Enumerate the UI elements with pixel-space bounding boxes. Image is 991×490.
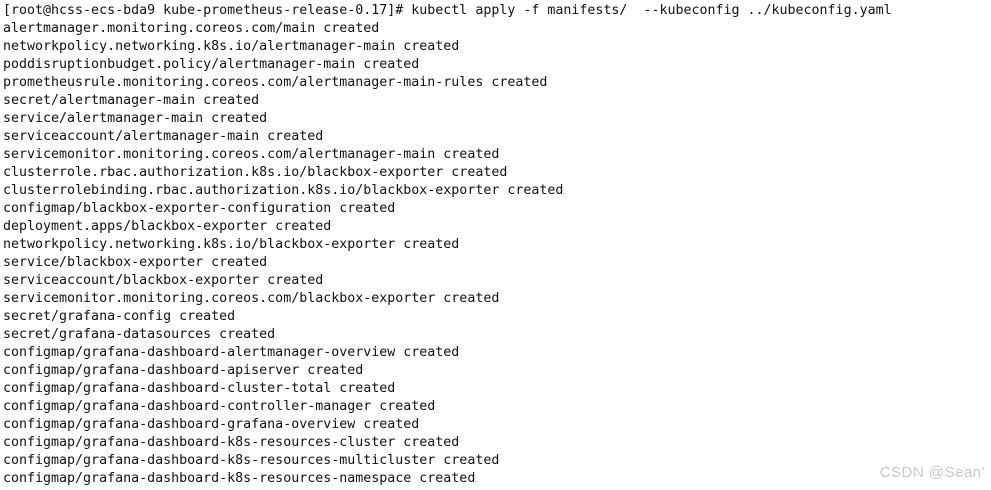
terminal-line: secret/alertmanager-main created [3, 93, 260, 108]
terminal-line: configmap/grafana-dashboard-k8s-resource… [3, 471, 476, 486]
terminal-line: secret/grafana-config created [3, 309, 236, 324]
terminal-line: configmap/grafana-dashboard-alertmanager… [3, 345, 460, 360]
terminal-line: servicemonitor.monitoring.coreos.com/ale… [3, 147, 500, 162]
terminal-line: poddisruptionbudget.policy/alertmanager-… [3, 57, 420, 72]
terminal-line: clusterrole.rbac.authorization.k8s.io/bl… [3, 165, 508, 180]
terminal-line: clusterrolebinding.rbac.authorization.k8… [3, 183, 564, 198]
terminal-line: servicemonitor.monitoring.coreos.com/bla… [3, 291, 500, 306]
terminal-prompt-line: [root@hcss-ecs-bda9 kube-prometheus-rele… [3, 3, 892, 18]
terminal-line: alertmanager.monitoring.coreos.com/main … [3, 21, 380, 36]
terminal-output: [root@hcss-ecs-bda9 kube-prometheus-rele… [3, 2, 991, 490]
terminal-line: prometheusrule.monitoring.coreos.com/ale… [3, 75, 548, 90]
terminal-line: configmap/grafana-dashboard-grafana-over… [3, 417, 420, 432]
terminal-line: deployment.apps/blackbox-exporter create… [3, 219, 332, 234]
terminal-line: secret/grafana-datasources created [3, 327, 276, 342]
terminal-line: networkpolicy.networking.k8s.io/alertman… [3, 39, 460, 54]
terminal-line: serviceaccount/blackbox-exporter created [3, 273, 324, 288]
terminal-line: serviceaccount/alertmanager-main created [3, 129, 324, 144]
terminal-line: configmap/grafana-dashboard-controller-m… [3, 399, 436, 414]
terminal-line: configmap/grafana-dashboard-cluster-tota… [3, 381, 396, 396]
terminal-line: configmap/grafana-dashboard-apiserver cr… [3, 363, 364, 378]
terminal-line: service/blackbox-exporter created [3, 255, 268, 270]
terminal-line: networkpolicy.networking.k8s.io/blackbox… [3, 237, 460, 252]
terminal-line: configmap/grafana-dashboard-k8s-resource… [3, 435, 460, 450]
terminal-line: configmap/blackbox-exporter-configuratio… [3, 201, 396, 216]
terminal-line: configmap/grafana-dashboard-k8s-resource… [3, 453, 500, 468]
terminal-line: service/alertmanager-main created [3, 111, 268, 126]
